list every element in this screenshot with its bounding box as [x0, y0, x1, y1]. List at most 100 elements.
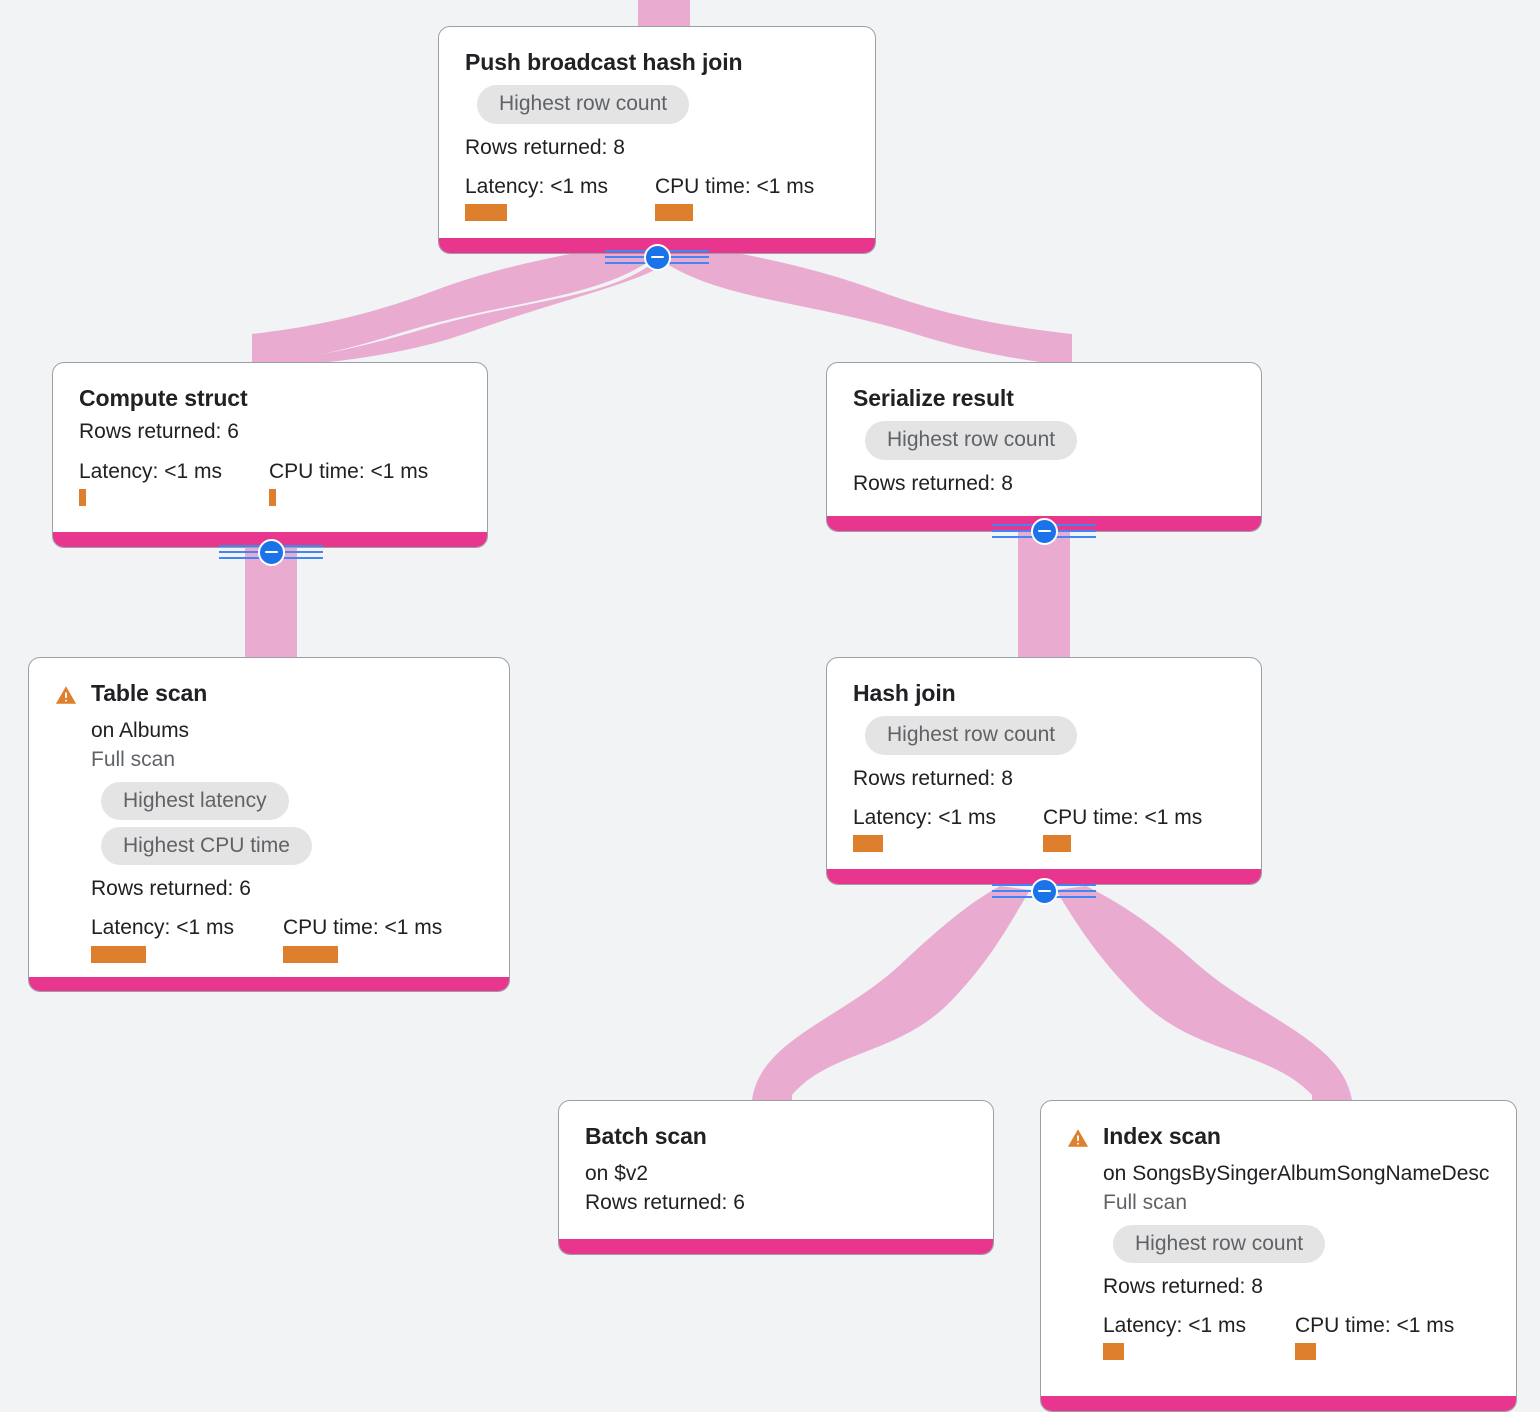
- metric-latency-label: Latency: <1 ms: [465, 174, 608, 198]
- node-metrics: Latency: <1 ms CPU time: <1 ms: [853, 805, 1235, 852]
- node-title: Hash join: [853, 680, 956, 706]
- node-rows-returned: Rows returned: 6: [79, 420, 239, 444]
- node-body: Push broadcast hash join Highest row cou…: [439, 27, 875, 238]
- node-scan-type: Full scan: [1103, 1190, 1188, 1214]
- node-accent-bar: [29, 976, 509, 991]
- metric-latency-bar: [465, 204, 507, 221]
- plan-node-hash-join[interactable]: Hash join Highest row count Rows returne…: [826, 657, 1262, 885]
- metric-cpu-label: CPU time: <1 ms: [1295, 1314, 1455, 1338]
- minus-icon[interactable]: [643, 243, 671, 271]
- metric-latency-label: Latency: <1 ms: [79, 459, 222, 483]
- chip-highest-row-count: Highest row count: [1113, 1224, 1326, 1263]
- metric-cpu-time: CPU time: <1 ms: [269, 459, 428, 506]
- node-chips: Highest row count: [1067, 1224, 1326, 1263]
- node-body: Index scan on SongsBySingerAlbumSongName…: [1041, 1101, 1516, 1396]
- node-body: Table scan on Albums Full scan Highest l…: [29, 658, 509, 977]
- metric-cpu-label: CPU time: <1 ms: [283, 916, 443, 940]
- node-metrics: Latency: <1 ms CPU time: <1 ms: [55, 915, 509, 963]
- metric-latency: Latency: <1 ms: [1103, 1313, 1295, 1361]
- chip-highest-row-count: Highest row count: [865, 716, 1078, 755]
- chip-highest-latency: Highest latency: [101, 781, 289, 820]
- warning-icon: [1067, 1129, 1089, 1147]
- plan-node-push-broadcast-hash-join[interactable]: Push broadcast hash join Highest row cou…: [438, 26, 876, 254]
- node-title: Serialize result: [853, 385, 1014, 411]
- metric-cpu-time: CPU time: <1 ms: [283, 915, 443, 963]
- edge-root-to-compute-struct: [253, 264, 662, 365]
- metric-latency-bar: [1103, 1343, 1124, 1361]
- metric-cpu-bar: [655, 204, 693, 221]
- metric-latency-label: Latency: <1 ms: [853, 805, 996, 829]
- metric-cpu-time: CPU time: <1 ms: [1043, 805, 1202, 852]
- metric-cpu-time: CPU time: <1 ms: [1295, 1313, 1455, 1361]
- chip-highest-row-count: Highest row count: [477, 85, 690, 124]
- node-body: Batch scan on $v2 Rows returned: 6: [559, 1101, 993, 1239]
- node-rows-returned: Rows returned: 6: [91, 877, 251, 901]
- metric-cpu-label: CPU time: <1 ms: [1043, 805, 1203, 829]
- node-header: Batch scan: [585, 1123, 967, 1149]
- node-scan-type: Full scan: [91, 747, 176, 771]
- node-header: Push broadcast hash join: [465, 49, 849, 75]
- node-accent-bar: [827, 869, 1261, 884]
- collapse-toggle-hash-join[interactable]: [992, 876, 1096, 906]
- plan-node-compute-struct[interactable]: Compute struct Rows returned: 6 Latency:…: [52, 362, 488, 548]
- metric-latency-bar: [79, 488, 86, 506]
- node-header: Hash join: [853, 680, 1235, 706]
- node-title: Compute struct: [79, 385, 248, 411]
- warning-icon: [55, 686, 77, 704]
- node-chips: Highest latency Highest CPU time: [55, 781, 312, 866]
- node-header: Serialize result: [853, 385, 1235, 411]
- edge-hash-join-to-index-scan: [1056, 886, 1352, 1100]
- plan-node-batch-scan[interactable]: Batch scan on $v2 Rows returned: 6: [558, 1100, 994, 1255]
- chip-highest-cpu-time: Highest CPU time: [101, 827, 312, 866]
- node-accent-bar: [559, 1239, 993, 1254]
- edge-root-to-serialize-result-body: [664, 240, 1072, 366]
- node-rows-returned: Rows returned: 8: [1103, 1275, 1263, 1298]
- collapse-toggle-serialize-result[interactable]: [992, 516, 1096, 546]
- node-chips: Highest row count: [465, 85, 690, 124]
- collapse-toggle-compute-struct[interactable]: [219, 537, 323, 567]
- edge-root-stub: [638, 0, 690, 28]
- node-title: Table scan: [91, 680, 208, 706]
- node-metrics: Latency: <1 ms CPU time: <1 ms: [1067, 1313, 1516, 1361]
- node-target: on SongsBySingerAlbumSongNameDesc: [1103, 1162, 1490, 1186]
- node-header: Compute struct: [79, 385, 461, 411]
- metric-cpu-bar: [1043, 835, 1071, 852]
- node-header: Table scan: [55, 680, 483, 706]
- node-chips: Highest row count: [853, 716, 1078, 755]
- metric-latency: Latency: <1 ms: [79, 459, 269, 506]
- node-body: Serialize result Highest row count Rows …: [827, 363, 1261, 516]
- metric-latency-bar: [91, 945, 146, 963]
- plan-node-index-scan[interactable]: Index scan on SongsBySingerAlbumSongName…: [1040, 1100, 1517, 1412]
- node-metrics: Latency: <1 ms CPU time: <1 ms: [79, 459, 461, 506]
- metric-cpu-bar: [1295, 1343, 1316, 1361]
- edge-hash-join-to-batch-scan: [752, 886, 1030, 1100]
- minus-icon[interactable]: [1030, 877, 1058, 905]
- metric-cpu-time: CPU time: <1 ms: [655, 174, 814, 221]
- plan-node-table-scan[interactable]: Table scan on Albums Full scan Highest l…: [28, 657, 510, 992]
- metric-latency-label: Latency: <1 ms: [91, 916, 234, 940]
- node-body: Compute struct Rows returned: 6 Latency:…: [53, 363, 487, 532]
- node-rows-returned: Rows returned: 6: [585, 1190, 745, 1214]
- plan-node-serialize-result[interactable]: Serialize result Highest row count Rows …: [826, 362, 1262, 532]
- node-header: Index scan: [1067, 1123, 1490, 1149]
- node-chips: Highest row count: [853, 421, 1078, 460]
- node-rows-returned: Rows returned: 8: [465, 135, 625, 159]
- node-rows-returned: Rows returned: 8: [853, 471, 1013, 495]
- node-body: Hash join Highest row count Rows returne…: [827, 658, 1261, 869]
- node-title: Index scan: [1103, 1123, 1221, 1149]
- node-rows-returned: Rows returned: 8: [853, 766, 1013, 790]
- metric-cpu-label: CPU time: <1 ms: [269, 459, 429, 483]
- metric-latency: Latency: <1 ms: [91, 915, 283, 963]
- node-accent-bar: [1041, 1396, 1516, 1411]
- node-metrics: Latency: <1 ms CPU time: <1 ms: [465, 174, 849, 221]
- collapse-toggle-push-broadcast-hash-join[interactable]: [605, 242, 709, 272]
- node-title: Batch scan: [585, 1123, 707, 1149]
- minus-icon[interactable]: [257, 538, 285, 566]
- metric-cpu-bar: [283, 945, 338, 963]
- node-target: on Albums: [91, 719, 190, 743]
- minus-icon[interactable]: [1030, 517, 1058, 545]
- node-target: on $v2: [585, 1162, 649, 1186]
- node-title: Push broadcast hash join: [465, 49, 743, 75]
- metric-latency-label: Latency: <1 ms: [1103, 1314, 1246, 1338]
